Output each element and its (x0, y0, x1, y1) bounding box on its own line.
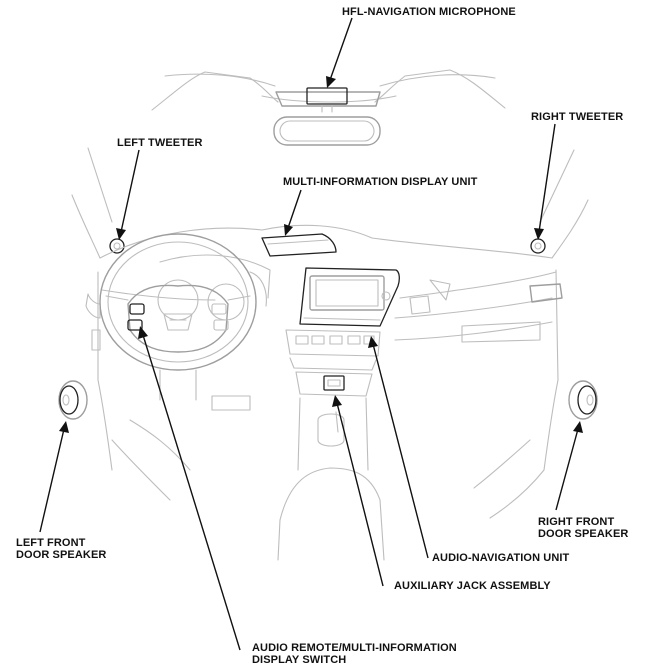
right-front-speaker-label: RIGHT FRONT DOOR SPEAKER (538, 516, 629, 540)
left-tweeter-label: LEFT TWEETER (117, 137, 203, 149)
right-tweeter-label: RIGHT TWEETER (531, 111, 624, 123)
audio-remote-switch-label: AUDIO REMOTE/MULTI-INFORMATION DISPLAY S… (252, 642, 457, 666)
audio-navigation-unit-shape (299, 267, 400, 327)
steering-wheel (99, 233, 257, 411)
right-door-speaker-shape (568, 380, 598, 420)
left-tweeter-shape (109, 238, 125, 254)
dashboard-outline (85, 224, 563, 471)
roof-header-outline (151, 69, 506, 111)
a-pillars (71, 147, 589, 259)
hfl-microphone-label: HFL-NAVIGATION MICROPHONE (342, 6, 516, 18)
multi-info-display-label: MULTI-INFORMATION DISPLAY UNIT (283, 176, 478, 188)
front-seats (111, 419, 545, 561)
center-stack-controls (285, 329, 381, 371)
multi-info-display-shape (261, 233, 337, 257)
instrument-cluster (157, 254, 271, 321)
overhead-console (275, 87, 381, 107)
rear-view-mirror (273, 105, 381, 146)
right-tweeter-shape (530, 238, 546, 254)
leader-lines (39, 17, 583, 651)
audio-navigation-unit-label: AUDIO-NAVIGATION UNIT (432, 552, 570, 564)
left-front-speaker-label: LEFT FRONT DOOR SPEAKER (16, 537, 107, 561)
auxiliary-jack-area (295, 371, 373, 471)
left-door-speaker-shape (58, 380, 88, 420)
auxiliary-jack-label: AUXILIARY JACK ASSEMBLY (394, 580, 551, 592)
